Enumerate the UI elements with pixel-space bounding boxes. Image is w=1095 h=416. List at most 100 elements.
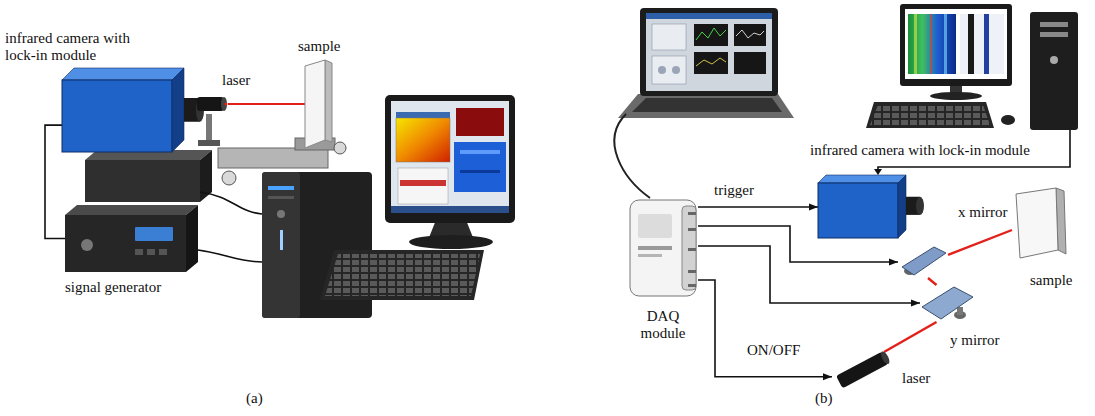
- infrared-camera-icon: [62, 68, 184, 80]
- laser-beam: [928, 278, 937, 285]
- infrared-camera: infrared camera with lock-in module: [62, 68, 205, 152]
- sample: sample: [305, 60, 332, 148]
- monitor: [391, 101, 509, 213]
- monitor: [930, 14, 932, 74]
- monitor: [398, 168, 448, 204]
- y-mirror: y mirror: [920, 285, 975, 322]
- laptop: [694, 52, 728, 74]
- sample-icon: [305, 60, 325, 148]
- monitor: [930, 92, 982, 100]
- camera-mount: [85, 150, 212, 202]
- signal-wire: [698, 246, 920, 303]
- signal-wire: [698, 206, 818, 208]
- daq-module-icon: [682, 206, 696, 290]
- monitor: [900, 4, 1012, 100]
- sample-icon: [305, 60, 332, 148]
- keyboard: [870, 105, 990, 125]
- monitor: [968, 14, 974, 74]
- laptop: [632, 98, 782, 112]
- laptop: [696, 58, 726, 66]
- computer-tower: [1040, 22, 1068, 27]
- computer-tower: [280, 230, 283, 250]
- laptop: [658, 66, 666, 74]
- laptop: [734, 24, 766, 46]
- laptop: [646, 13, 772, 19]
- monitor: [944, 14, 947, 74]
- camera-mount: [85, 160, 200, 202]
- laptop: [646, 13, 772, 91]
- signal-generator-icon: [135, 249, 143, 255]
- device-label: laser: [222, 72, 250, 89]
- signal-generator-icon: [135, 227, 173, 241]
- monitor: [385, 95, 515, 249]
- laser-beam: [884, 322, 937, 352]
- monitor: [905, 9, 1007, 79]
- computer-tower: [1030, 12, 1078, 130]
- monitor: [456, 108, 504, 136]
- signal-generator-icon: [65, 215, 186, 272]
- signal-generator-icon: [81, 239, 93, 251]
- sample-icon: [325, 60, 332, 142]
- device-label: sample: [298, 38, 341, 55]
- y-mirror-icon: [922, 287, 973, 319]
- signal-label: ON/OFF: [745, 342, 802, 359]
- laptop: [652, 24, 686, 50]
- daq-module-icon: [688, 228, 696, 231]
- daq-module-icon: [638, 214, 672, 238]
- computer-tower: [1030, 12, 1078, 130]
- sample: sample: [1012, 188, 1068, 258]
- device-label: sample: [1030, 272, 1073, 289]
- monitor: [908, 14, 956, 74]
- monitor: [914, 14, 917, 74]
- keyboard: [866, 102, 994, 128]
- x-mirror-icon: [902, 247, 946, 275]
- keyboard: [320, 250, 484, 300]
- monitor: [460, 150, 500, 154]
- sample-stage: [334, 142, 346, 154]
- laptop: [640, 8, 778, 96]
- infrared-camera-icon: [818, 175, 906, 183]
- x-mirror-icon: [898, 245, 948, 278]
- cable: [200, 192, 262, 214]
- computer-tower: [268, 186, 294, 190]
- keyboard: [1001, 115, 1015, 125]
- laser-icon: [221, 97, 227, 111]
- laptop: [694, 24, 728, 46]
- monitor: [396, 118, 450, 162]
- computer-tower: [268, 196, 294, 199]
- keyboard: [866, 102, 1015, 128]
- monitor: [391, 206, 509, 213]
- computer-tower: [1050, 56, 1058, 64]
- sample-stage: [222, 171, 236, 185]
- infrared-camera-icon: [818, 175, 922, 238]
- laptop: [734, 52, 766, 74]
- device-label: y mirror: [950, 332, 1000, 349]
- laptop: [652, 56, 686, 84]
- laptop: [618, 94, 794, 118]
- laser-icon: [225, 103, 228, 106]
- daq-module-icon: [688, 212, 696, 215]
- panel-letter: (a): [246, 390, 263, 407]
- laptop: [736, 30, 764, 38]
- signal-label: trigger: [712, 182, 756, 199]
- data-cable: [874, 169, 882, 175]
- laser-icon: [832, 352, 897, 385]
- laser-beam: [228, 103, 305, 105]
- monitor: [385, 95, 515, 223]
- infrared-camera-icon: [172, 68, 184, 152]
- daq-module-icon: [638, 254, 662, 257]
- monitor: [409, 235, 493, 249]
- monitor: [460, 170, 500, 173]
- signal-generator-icon: [186, 205, 198, 272]
- monitor: [396, 112, 450, 118]
- sample-icon: [1012, 188, 1068, 258]
- cable: [198, 250, 262, 262]
- panel-letter: (b): [815, 390, 833, 407]
- monitor: [400, 180, 446, 186]
- keyboard: [320, 250, 484, 300]
- y-mirror-icon: [957, 307, 963, 315]
- sample-icon: [1016, 188, 1058, 258]
- laser-post: [206, 114, 212, 142]
- daq-module: DAQ module: [628, 198, 698, 298]
